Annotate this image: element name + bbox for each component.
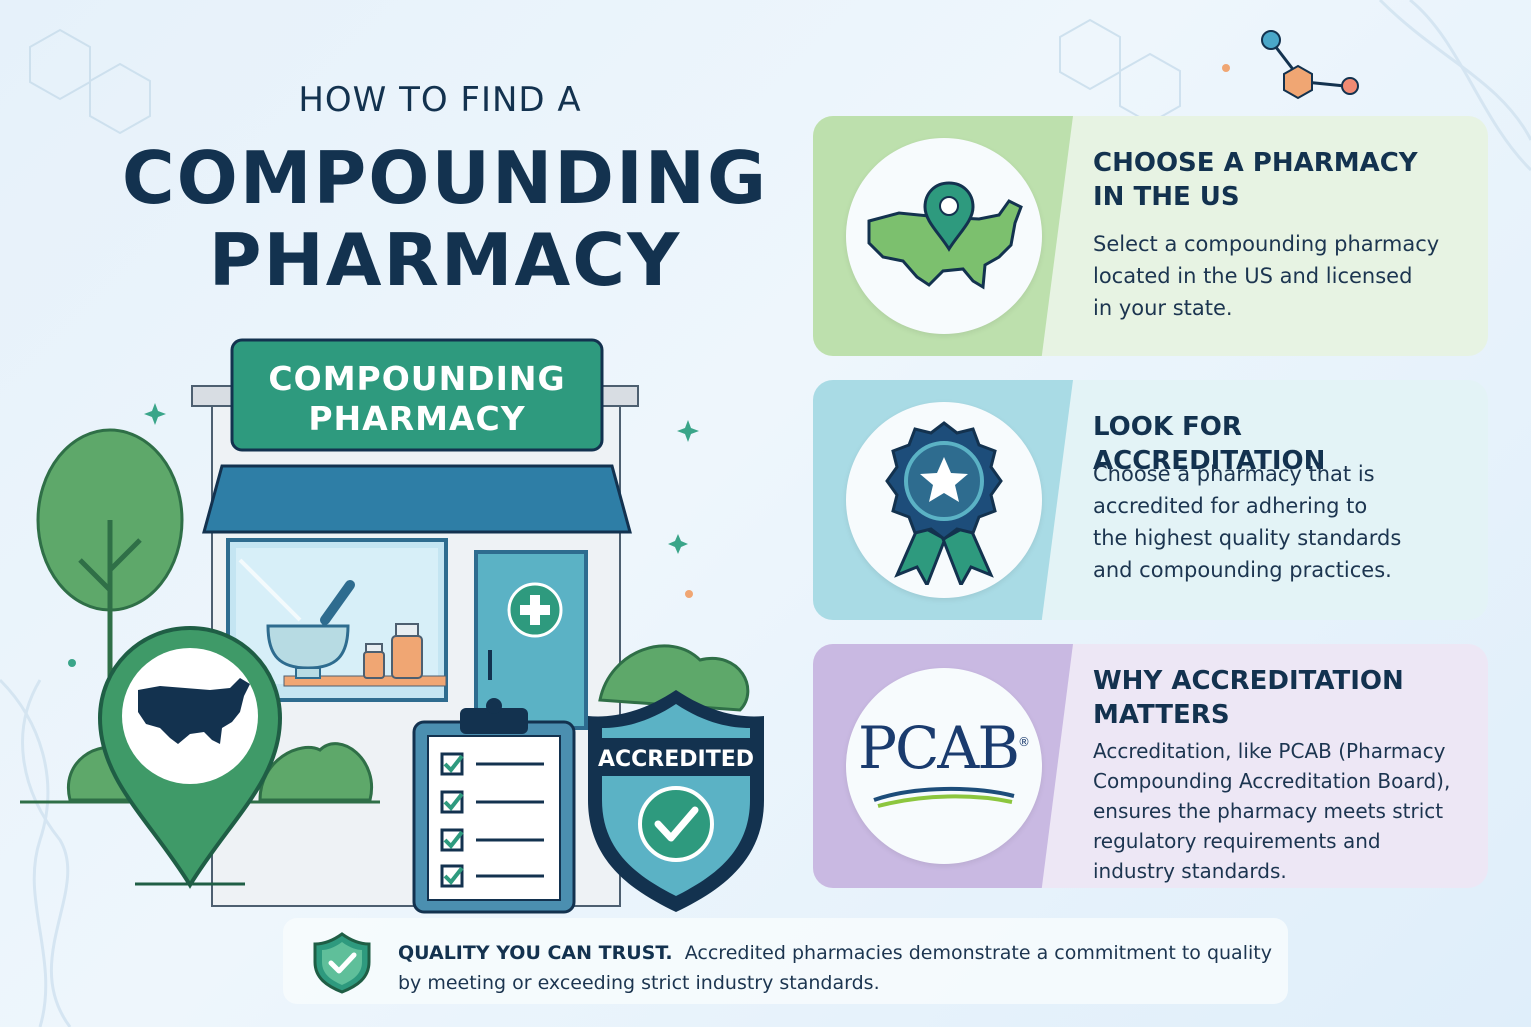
pharmacy-sign: COMPOUNDING PHARMACY <box>230 338 604 452</box>
quality-banner: QUALITY YOU CAN TRUST. Accredited pharma… <box>283 918 1288 1004</box>
pcab-logo-text: PCAB <box>858 714 1020 782</box>
checklist-clipboard-icon <box>412 698 576 914</box>
medical-cross-icon <box>507 582 563 638</box>
shield-label: ACCREDITED <box>598 747 754 772</box>
us-map-pin-icon <box>846 138 1042 334</box>
card-3-title: WHY ACCREDITATION MATTERS <box>1093 666 1404 730</box>
quality-banner-text: QUALITY YOU CAN TRUST. Accredited pharma… <box>398 942 1272 994</box>
card-3-description: Accreditation, like PCAB (Pharmacy Compo… <box>1093 739 1451 883</box>
card-choose-pharmacy: CHOOSE A PHARMACY IN THE US Select a com… <box>813 116 1488 356</box>
title-line-1: COMPOUNDING <box>121 136 769 220</box>
mortar-pestle-icon <box>266 580 355 679</box>
card-1-description: Select a compounding pharmacy located in… <box>1093 232 1440 320</box>
location-pin-icon <box>97 625 283 889</box>
title-line-2: PHARMACY <box>208 218 682 302</box>
tree-icon <box>36 428 184 700</box>
sparkle-icon <box>144 403 699 554</box>
shield-check-icon <box>313 932 371 994</box>
card-2-description: Choose a pharmacy that is accredited for… <box>1093 462 1402 582</box>
us-map-icon <box>138 678 250 744</box>
sign-line-2: PHARMACY <box>308 399 525 438</box>
card-look-for-accreditation: LOOK FOR ACCREDITATION Choose a pharmacy… <box>813 380 1488 620</box>
molecule-icon <box>1222 30 1359 100</box>
quality-banner-heading: QUALITY YOU CAN TRUST. <box>398 942 673 964</box>
medicine-bottle-icon <box>363 623 423 679</box>
card-why-accreditation: PCAB® WHY ACCREDITATION MATTERS Accredit… <box>813 644 1488 888</box>
card-1-title: CHOOSE A PHARMACY IN THE US <box>1093 148 1418 212</box>
award-ribbon-icon <box>846 402 1042 598</box>
card-2-title: LOOK FOR ACCREDITATION <box>1093 412 1326 476</box>
title-prefix: HOW TO FIND A <box>298 80 582 120</box>
pharmacy-illustration: COMPOUNDING PHARMACY <box>20 338 764 914</box>
accredited-shield-icon: ACCREDITED <box>588 690 764 912</box>
pcab-logo: PCAB® <box>846 668 1042 864</box>
sign-line-1: COMPOUNDING <box>268 359 565 398</box>
